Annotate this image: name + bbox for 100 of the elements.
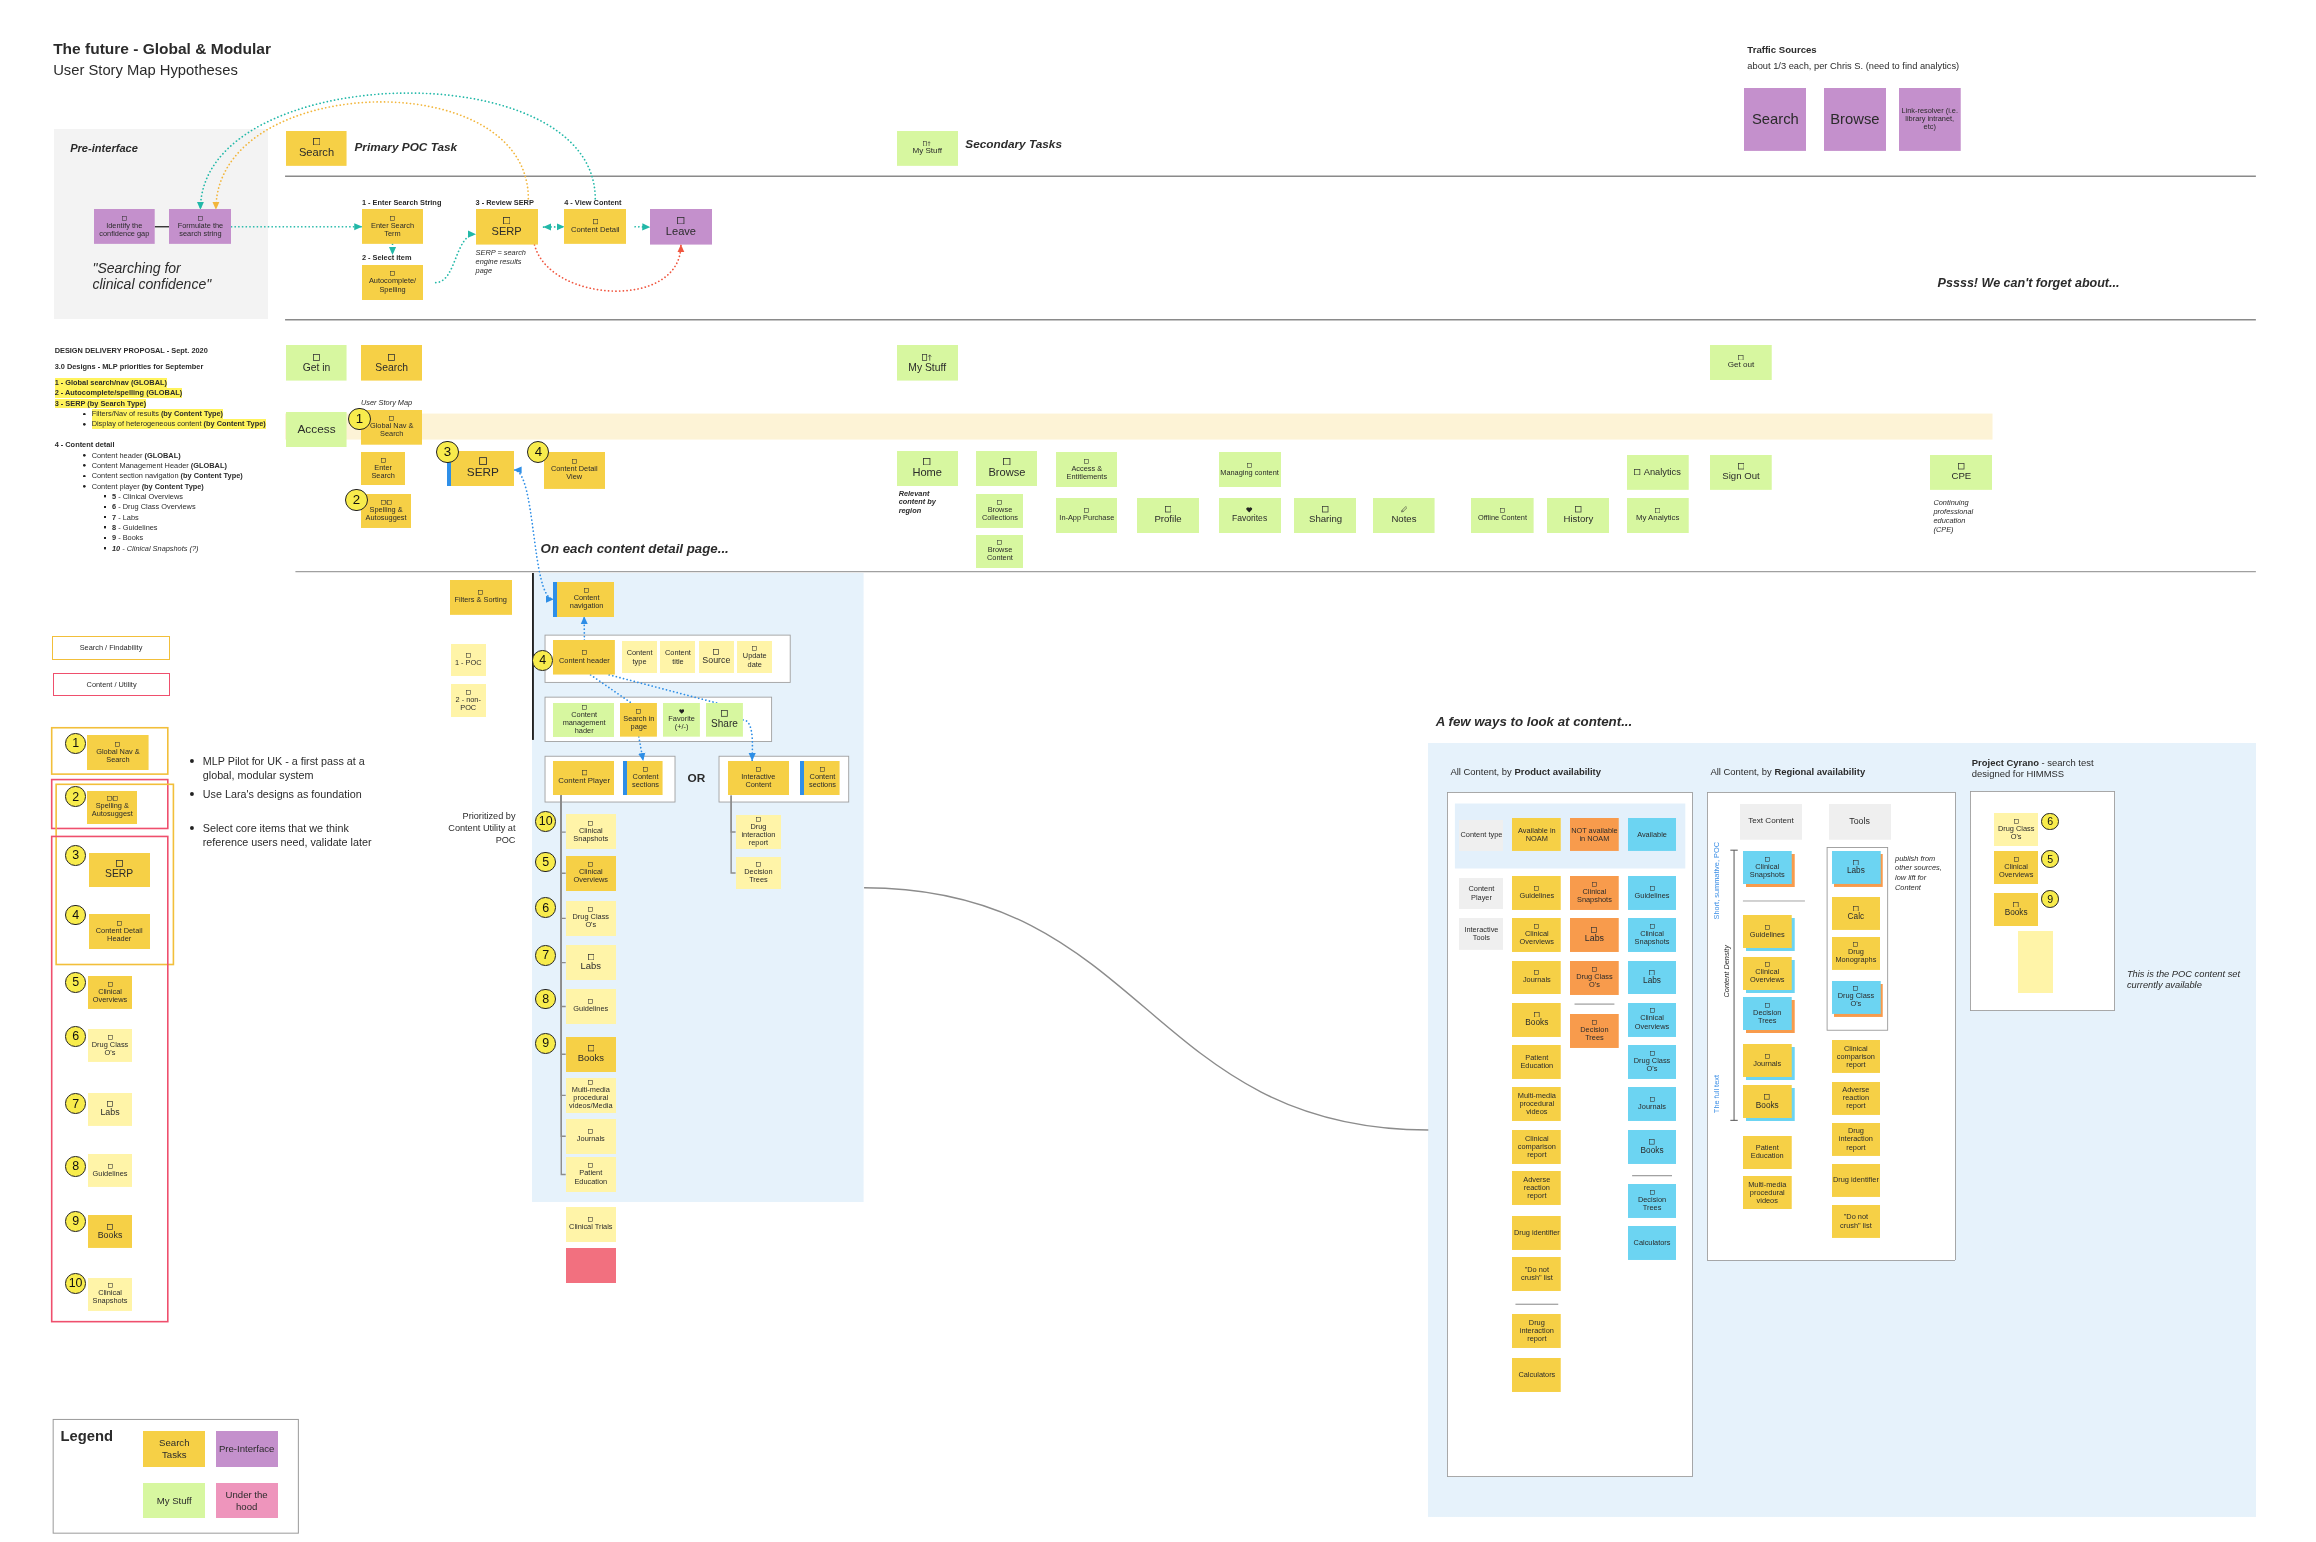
sticky-note [976, 494, 1024, 529]
category-key [52, 673, 171, 697]
panel-heading: Pre-interface [70, 141, 138, 155]
note-text: Notes [1391, 513, 1417, 525]
sticky-note [88, 852, 150, 888]
note-text: SERP [491, 225, 522, 238]
note-text: SERP [466, 466, 499, 480]
arrow [580, 615, 588, 642]
sticky-note [1570, 876, 1619, 911]
sticky-note [649, 209, 712, 245]
sticky-note [565, 944, 616, 981]
legend-key: Under the hood [215, 1482, 278, 1519]
sticky-note [87, 735, 149, 771]
callout-number: 8 [65, 1156, 86, 1177]
sticky-note [565, 1156, 616, 1193]
sticky-note [800, 760, 840, 796]
note-text: Prioritized by Content Utility at POC [447, 810, 516, 847]
arrow [213, 101, 530, 211]
sticky-note [565, 1077, 616, 1114]
note-text: My Stuff [908, 361, 947, 373]
sticky-note [361, 494, 412, 529]
sticky-note [1627, 960, 1677, 995]
list-item: Use Lara's designs as foundation [202, 787, 362, 802]
sticky-note [698, 641, 735, 674]
note-text: Get out [1727, 361, 1755, 371]
sticky-note [361, 451, 406, 486]
legend-heading: Legend [60, 1426, 114, 1446]
sticky-note [1512, 1044, 1562, 1079]
note-text: Source [702, 656, 731, 666]
sticky-note [1930, 454, 1993, 490]
panel [1970, 757, 2116, 1011]
side-note: This is the POC content set currently available [2126, 968, 2242, 992]
sticky-note [737, 641, 773, 674]
sticky-note [1823, 87, 1886, 151]
note-text: Browse [1830, 111, 1880, 128]
sticky-note [93, 209, 155, 245]
sticky-note [565, 1206, 616, 1243]
note-text: My Stuff [912, 147, 942, 156]
page-title: The future - Global & Modular [53, 39, 271, 60]
callout-number: 1 [348, 407, 371, 430]
sticky-note [1218, 451, 1281, 488]
note-text: History [1563, 513, 1594, 525]
list-item: Select core items that we think reference users need, validate later [202, 821, 373, 850]
callout-number: 6 [65, 1026, 86, 1047]
arrow [513, 469, 555, 600]
sticky-note [1570, 918, 1619, 953]
sticky-note [1898, 87, 1961, 151]
sticky-note [1137, 497, 1200, 534]
sticky-note [565, 1118, 616, 1154]
sticky-note [1627, 1086, 1677, 1121]
section-heading: Pssss! We can't forget about... [1937, 275, 2120, 292]
callout-number: 7 [65, 1093, 86, 1115]
sticky-note [449, 579, 512, 615]
callout-number: 9 [65, 1211, 86, 1232]
sticky-note [1831, 896, 1881, 930]
note-text: Books [1755, 1100, 1779, 1110]
sticky-note [1512, 960, 1562, 995]
sticky-note [1056, 451, 1118, 488]
panel-heading: On each content detail page... [540, 540, 729, 556]
sticky-note [1627, 1129, 1677, 1164]
sticky-note [1512, 876, 1562, 911]
legend-key: My Stuff [143, 1482, 206, 1519]
arrow [198, 92, 597, 211]
list-item: MLP Pilot for UK - a first pass at a global, modular system [202, 754, 366, 783]
panel-heading: All Content, by Regional availability [1710, 766, 1866, 778]
panel-heading: A few ways to look at content... [1435, 714, 1633, 730]
sticky-note [1831, 1205, 1881, 1238]
callout-number: 4 [65, 904, 86, 926]
sticky-note [565, 855, 616, 891]
sticky-note [727, 760, 789, 796]
sticky-note [361, 409, 423, 445]
arrow [742, 719, 756, 762]
sticky-note [450, 684, 486, 718]
sticky-note [1512, 1314, 1562, 1349]
callout-number: 2 [65, 786, 86, 808]
sticky-note [896, 130, 958, 166]
sticky-note [87, 1277, 133, 1311]
sticky-note [1742, 956, 1795, 993]
sticky-note [286, 345, 347, 382]
sticky-note [87, 790, 138, 824]
callout-number: 3 [65, 844, 86, 866]
sticky-note [1547, 497, 1610, 534]
sticky-note [1710, 345, 1772, 381]
legend-key: Search Tasks [143, 1431, 206, 1467]
sticky-note [976, 450, 1038, 486]
note-text: Books [2004, 908, 2028, 918]
sticky-note [1627, 1044, 1677, 1079]
sticky-note [896, 450, 958, 486]
note-text: about 1/3 each, per Chris S. (need to find analytics) [1747, 59, 1960, 72]
note-text: Calc [1847, 912, 1865, 922]
sticky-note [87, 1154, 133, 1188]
section-heading: Traffic Sources [1747, 43, 1817, 57]
note-text: Labs [1643, 976, 1661, 986]
sticky-note [1627, 1184, 1677, 1219]
panel [1707, 766, 1956, 1261]
callout-number: 2 [345, 489, 368, 512]
sticky-note [1218, 497, 1281, 534]
sticky-note [87, 976, 133, 1010]
sticky-note [1744, 87, 1807, 151]
sticky-note [1742, 915, 1795, 952]
